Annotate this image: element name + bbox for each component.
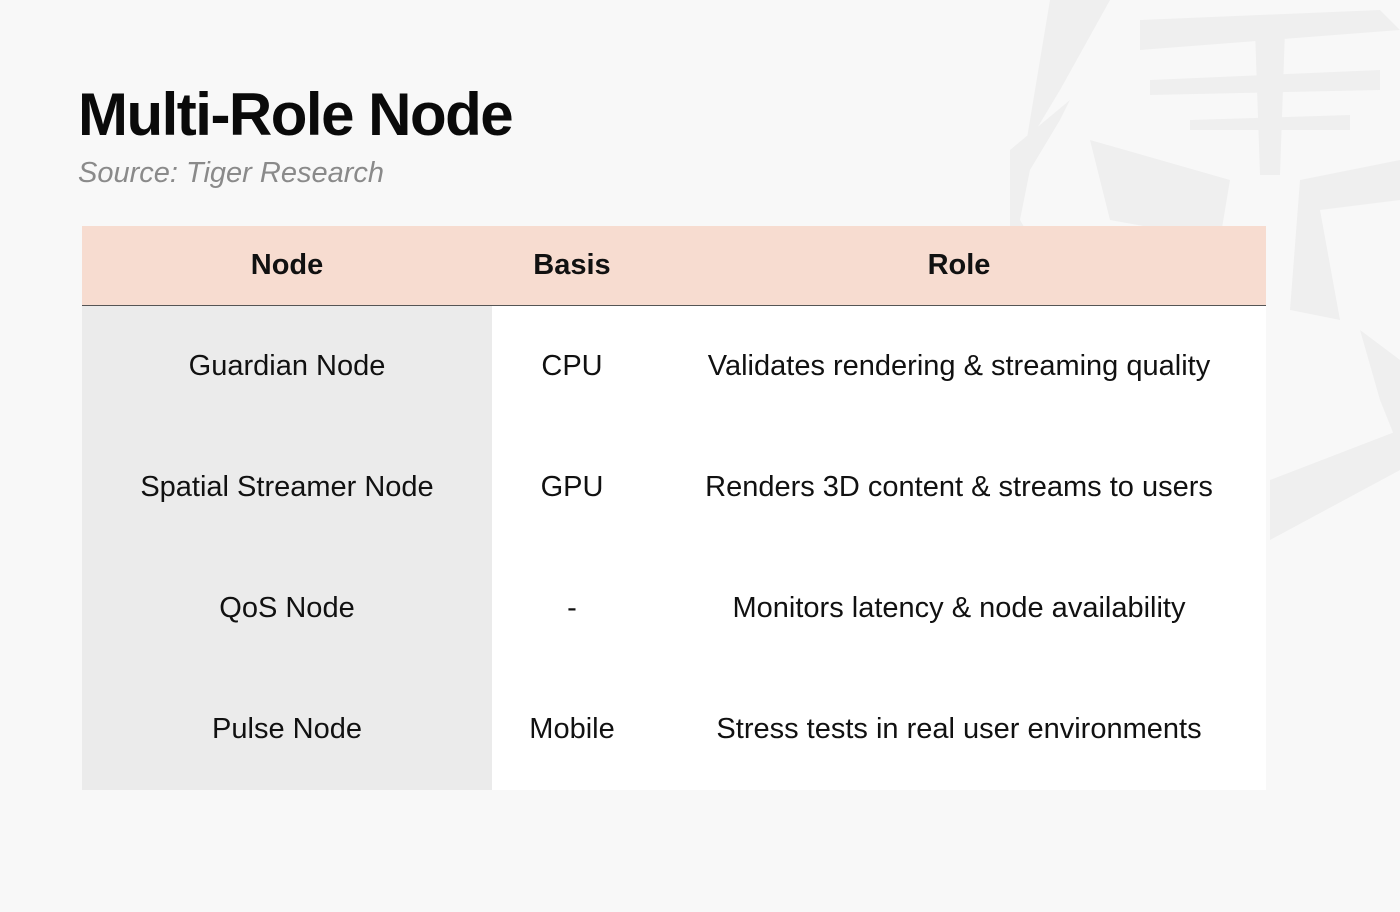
table-row: Guardian Node CPU Validates rendering & …: [82, 305, 1266, 427]
header-node: Node: [82, 226, 492, 306]
page-title: Multi-Role Node: [78, 81, 514, 148]
table-row: QoS Node - Monitors latency & node avail…: [82, 548, 1266, 669]
basis-cell: GPU: [492, 427, 652, 548]
node-cell: Spatial Streamer Node: [82, 427, 492, 548]
role-cell: Monitors latency & node availability: [652, 548, 1266, 669]
basis-cell: Mobile: [492, 669, 652, 790]
node-roles-table: Node Basis Role Guardian Node CPU Valida…: [82, 226, 1266, 790]
source-caption: Source: Tiger Research: [78, 157, 384, 189]
node-cell: QoS Node: [82, 548, 492, 669]
role-cell: Validates rendering & streaming quality: [652, 305, 1266, 427]
header-role: Role: [652, 226, 1266, 306]
node-cell: Pulse Node: [82, 669, 492, 790]
basis-cell: -: [492, 548, 652, 669]
table-row: Pulse Node Mobile Stress tests in real u…: [82, 669, 1266, 790]
basis-cell: CPU: [492, 305, 652, 427]
role-cell: Renders 3D content & streams to users: [652, 427, 1266, 548]
table-row: Spatial Streamer Node GPU Renders 3D con…: [82, 427, 1266, 548]
header-basis: Basis: [492, 226, 652, 306]
role-cell: Stress tests in real user environments: [652, 669, 1266, 790]
table-header-row: Node Basis Role: [82, 226, 1266, 306]
tiger-watermark-logo: [1010, 0, 1400, 540]
node-cell: Guardian Node: [82, 305, 492, 427]
